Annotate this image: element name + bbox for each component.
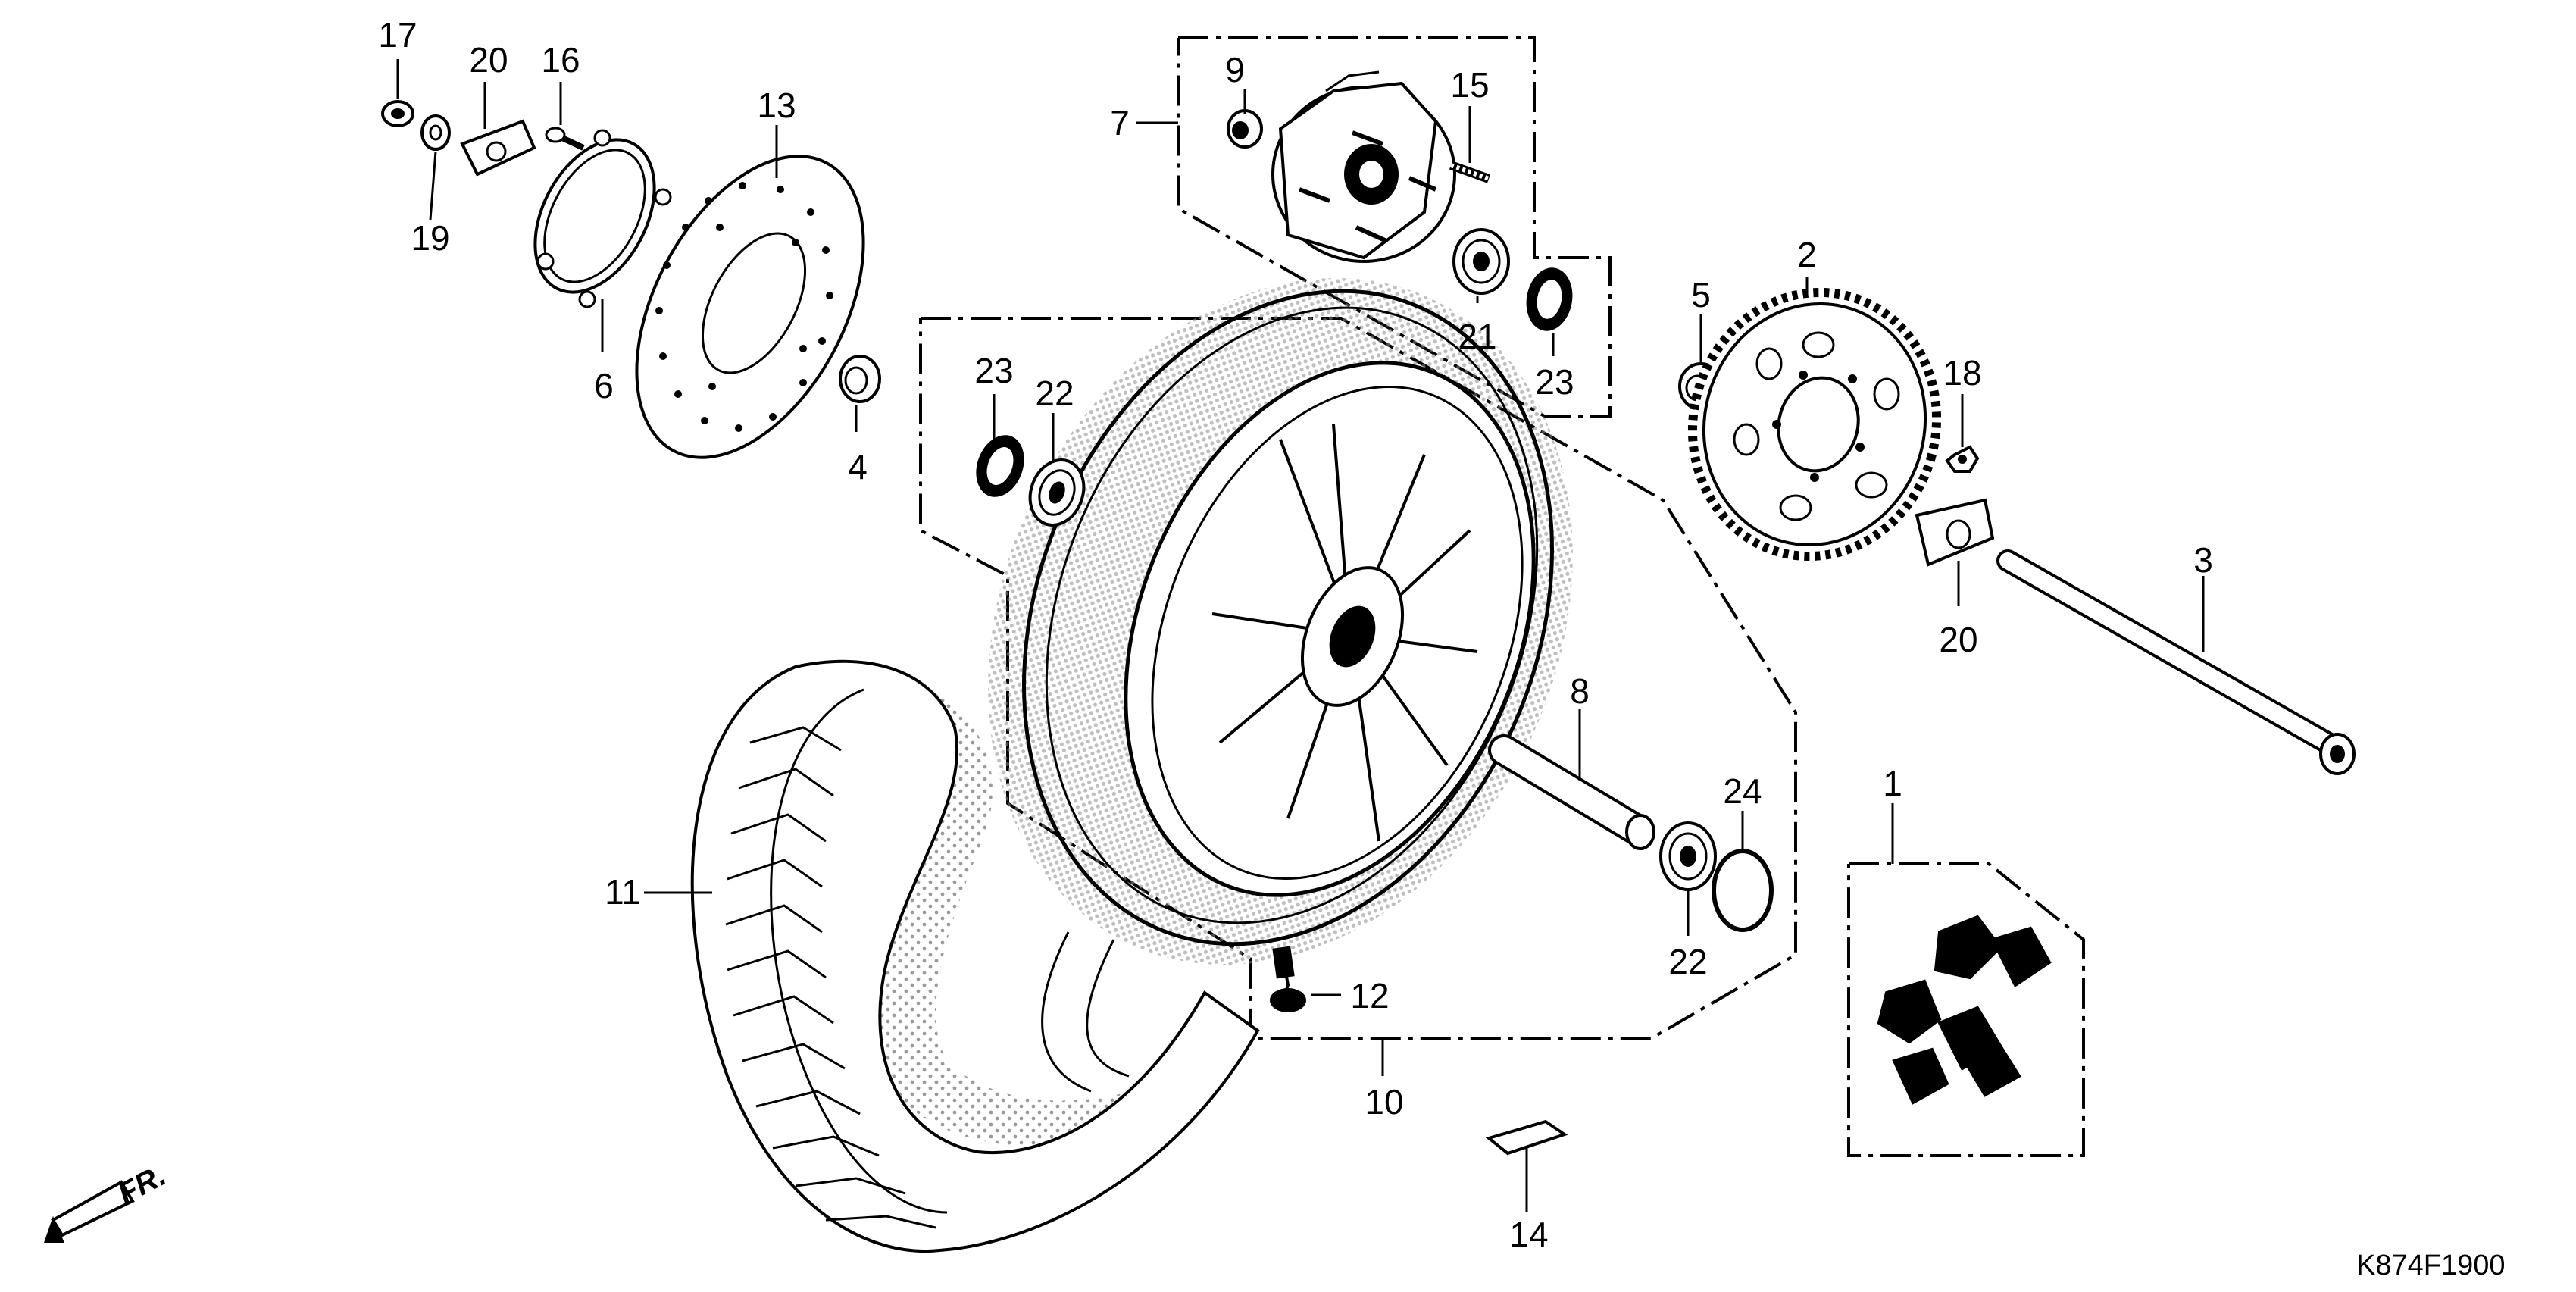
damper-rubbers xyxy=(1877,915,2052,1105)
callout-8: 8 xyxy=(1570,671,1590,711)
driven-flange-7 xyxy=(1271,70,1456,263)
callout-3: 3 xyxy=(2193,540,2213,580)
group-outline-hub xyxy=(1177,36,1612,418)
callout-23-left: 23 xyxy=(974,351,1013,390)
rear-axle-3 xyxy=(1996,549,2356,775)
nut-18 xyxy=(1945,445,1980,473)
air-valve-12 xyxy=(1270,946,1306,1012)
callout-14: 14 xyxy=(1509,1215,1548,1254)
bearing-22-left xyxy=(1028,458,1086,527)
callout-22-right: 22 xyxy=(1668,942,1707,981)
callout-1: 1 xyxy=(1883,764,1902,803)
balance-weight-14 xyxy=(1485,1119,1568,1156)
callout-2: 2 xyxy=(1797,235,1817,274)
callout-21: 21 xyxy=(1458,317,1496,356)
callout-20-left: 20 xyxy=(469,40,508,80)
callout-6: 6 xyxy=(594,366,614,405)
axle-plate-20-left xyxy=(460,119,536,177)
tire xyxy=(690,659,1260,1253)
callout-22-left: 22 xyxy=(1035,374,1074,413)
diagram-code: K874F1900 xyxy=(2356,1250,2506,1281)
bolt-16 xyxy=(545,127,585,151)
bearing-21 xyxy=(1452,228,1510,295)
callout-5: 5 xyxy=(1691,275,1711,314)
callout-23-right: 23 xyxy=(1535,362,1574,402)
final-driven-sprocket xyxy=(1687,287,1942,562)
callout-10: 10 xyxy=(1365,1082,1403,1122)
callout-4: 4 xyxy=(848,447,868,486)
callout-16: 16 xyxy=(541,40,580,80)
callout-9: 9 xyxy=(1225,50,1245,89)
callout-11: 11 xyxy=(605,872,641,912)
callout-13: 13 xyxy=(757,86,796,125)
bearing-22-right xyxy=(1659,821,1717,891)
group-outline-damper xyxy=(1847,862,2085,1157)
callout-19: 19 xyxy=(411,218,449,258)
washer-19 xyxy=(420,114,451,151)
front-arrow xyxy=(44,1180,135,1243)
wheel-rim xyxy=(988,277,1573,965)
collar-9 xyxy=(1227,109,1263,149)
callout-18: 18 xyxy=(1943,353,1981,393)
stud-bolt-15 xyxy=(1449,161,1491,183)
callout-17: 17 xyxy=(378,15,417,55)
disc-mounting-ring xyxy=(533,129,672,308)
callout-7: 7 xyxy=(1110,103,1130,142)
oil-seal-23-right xyxy=(1526,267,1573,331)
axle-plate-20-right xyxy=(1915,498,1995,567)
collar-4 xyxy=(839,355,881,403)
oil-seal-23-left xyxy=(976,435,1024,497)
callout-12: 12 xyxy=(1350,976,1389,1015)
brake-disc xyxy=(635,155,865,459)
callout-numbers: 17 20 16 13 19 6 4 9 7 15 21 23 5 2 18 2… xyxy=(378,15,2212,1254)
distance-collar-8 xyxy=(1488,734,1655,850)
callout-24: 24 xyxy=(1723,771,1762,811)
callout-15: 15 xyxy=(1450,65,1489,105)
o-ring-24 xyxy=(1712,849,1774,932)
callout-20-right: 20 xyxy=(1939,620,1977,659)
group-outline-wheel xyxy=(919,317,1797,1040)
nut-17 xyxy=(381,100,414,127)
leader-lines xyxy=(396,59,2205,1212)
